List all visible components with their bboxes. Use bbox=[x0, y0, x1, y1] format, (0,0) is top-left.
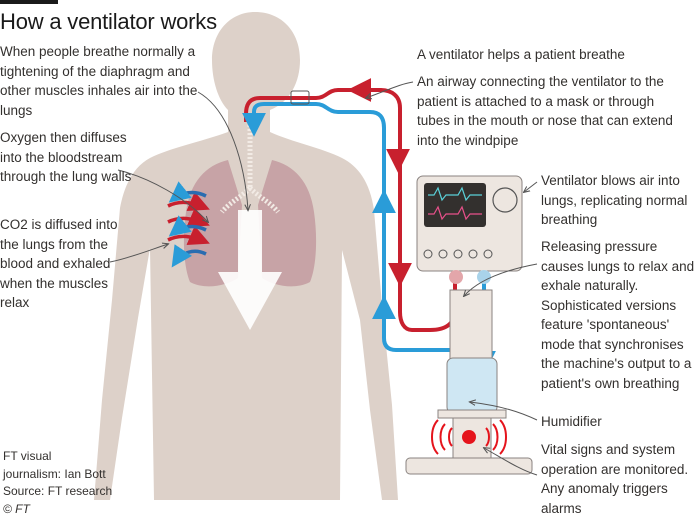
humidifier-base bbox=[437, 409, 507, 419]
windpipe bbox=[220, 125, 280, 214]
co2-arrows bbox=[168, 181, 207, 268]
credit-line-2: journalism: Ian Bott bbox=[3, 466, 106, 481]
leader-releasing bbox=[464, 263, 538, 296]
screen-wave-bottom bbox=[428, 205, 482, 221]
note-oxygen-diffuses: Oxygen then diffuses into the bloodstrea… bbox=[0, 130, 132, 184]
credits: FT visual journalism: Ian Bott Source: F… bbox=[3, 448, 112, 518]
note-vital-signs: Vital signs and system operation are mon… bbox=[541, 442, 689, 516]
inhale-tube bbox=[244, 88, 457, 332]
diaphragm-arrow bbox=[218, 210, 282, 330]
leader-humidifier bbox=[470, 402, 538, 421]
note-blows-air: Ventilator blows air into lungs, replica… bbox=[541, 173, 688, 227]
leader-oxygen bbox=[117, 169, 208, 222]
screen-wave-top bbox=[428, 186, 482, 202]
machine-base bbox=[405, 457, 533, 475]
leader-co2 bbox=[109, 244, 168, 263]
note-humidifier: Humidifier bbox=[541, 414, 602, 429]
top-rule bbox=[0, 0, 58, 4]
leader-alarm bbox=[484, 448, 538, 476]
ventilator-buttons bbox=[423, 249, 493, 259]
alarm-waves bbox=[431, 419, 507, 455]
right-lung bbox=[258, 160, 317, 287]
note-co2-diffused: CO2 is diffused into the lungs from the … bbox=[0, 217, 118, 310]
page-title: How a ventilator works bbox=[0, 9, 217, 34]
note-ventilator-helps: A ventilator helps a patient breathe bbox=[417, 47, 625, 62]
ventilator-screen bbox=[424, 183, 486, 227]
machine-stand bbox=[449, 289, 493, 361]
note-airway: An airway connecting the ventilator to t… bbox=[417, 74, 673, 148]
ventilator-dial bbox=[492, 187, 518, 213]
alarm-light bbox=[462, 430, 476, 444]
mask-connector bbox=[290, 90, 310, 105]
credit-line-4: © FT bbox=[3, 501, 30, 516]
inhale-port bbox=[449, 270, 463, 284]
note-normal-breathing: When people breathe normally a tightenin… bbox=[0, 44, 198, 118]
leader-diaphragm bbox=[197, 91, 248, 210]
credit-line-1: FT visual bbox=[3, 449, 52, 463]
credit-line-3: Source: FT research bbox=[3, 484, 113, 498]
leader-airway bbox=[366, 81, 414, 98]
note-releasing-pressure: Releasing pressure causes lungs to relax… bbox=[541, 239, 695, 391]
leader-blows bbox=[524, 181, 538, 192]
exhale-port bbox=[477, 270, 491, 284]
